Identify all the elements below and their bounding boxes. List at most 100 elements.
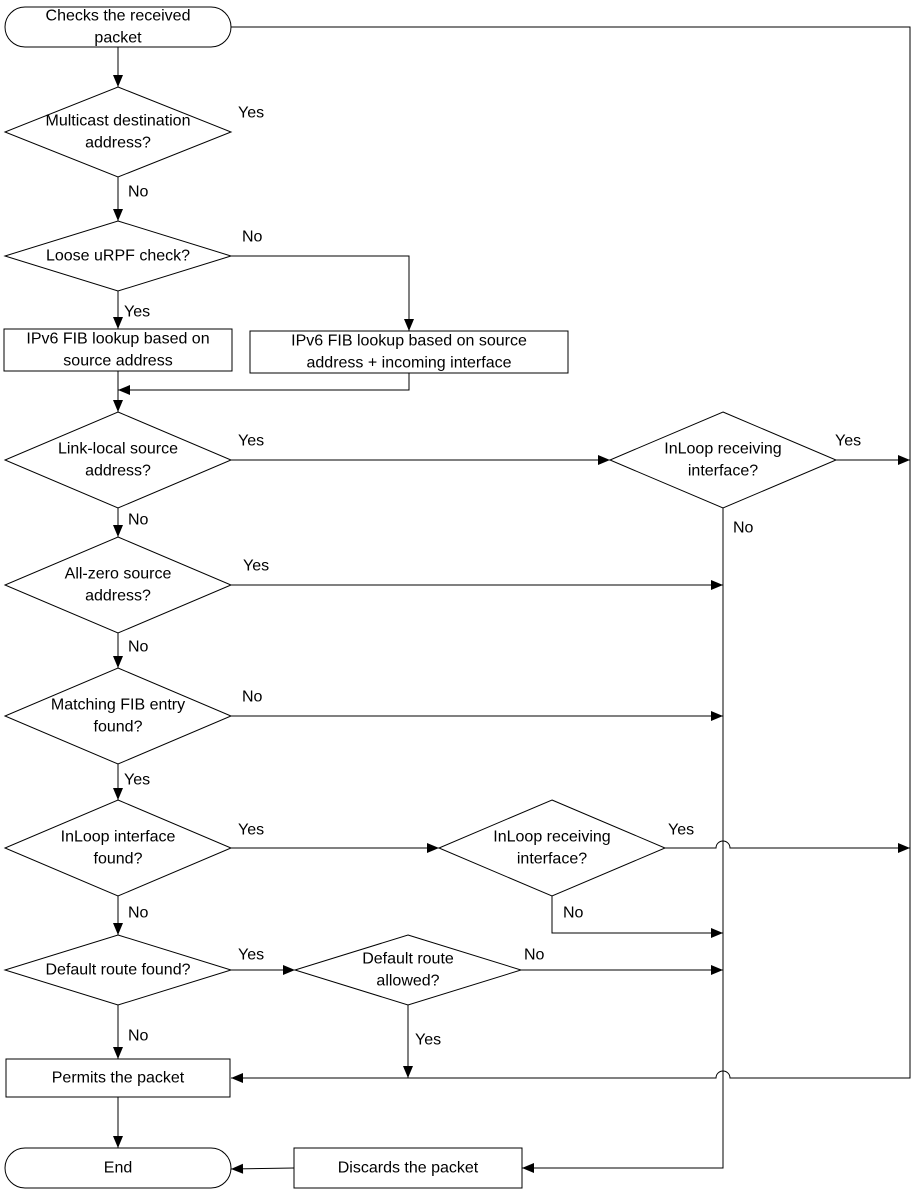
connectors <box>113 26 911 1174</box>
arrowhead <box>231 1163 244 1174</box>
label-inloop-recv-1-yes: Yes <box>835 433 861 450</box>
node-link-local-text: Link-local source <box>58 441 178 458</box>
node-discard: Discards the packet <box>293 1147 523 1189</box>
edge-inloopif-default <box>113 896 123 935</box>
arrowhead <box>711 711 723 721</box>
node-loose-text: Loose uRPF check? <box>46 248 190 265</box>
label-matching-fib-yes: Yes <box>124 772 150 789</box>
edge-fibsrcif-merge <box>118 373 410 395</box>
label-default-route-yes: Yes <box>238 947 264 964</box>
arrowhead <box>711 965 723 975</box>
node-inloop-if: InLoop interface found? <box>3 799 233 897</box>
arrowhead <box>403 1066 413 1078</box>
arrowhead <box>113 923 123 935</box>
label-link-local-no: No <box>128 512 149 529</box>
node-link-local-text: address? <box>85 463 151 480</box>
node-inloop-if-text: found? <box>94 851 143 868</box>
arrowhead <box>522 1163 534 1173</box>
arrowhead <box>711 928 723 938</box>
label-all-zero-yes: Yes <box>243 558 269 575</box>
node-link-local: Link-local source address? <box>3 411 233 509</box>
node-inloop-recv-2-text: InLoop receiving <box>493 829 610 846</box>
label-inloop-recv-2-no: No <box>563 905 584 922</box>
arrowhead <box>427 843 439 853</box>
node-permit-text: Permits the packet <box>52 1070 185 1087</box>
node-all-zero: All-zero source address? <box>3 536 233 634</box>
node-matching-fib-text: found? <box>94 719 143 736</box>
edge-loose-no-fibsrcif <box>231 255 414 331</box>
edge-inloopif-yes <box>231 843 439 853</box>
node-fib-src-text: IPv6 FIB lookup based on <box>26 331 209 348</box>
label-inloop-if-yes: Yes <box>238 822 264 839</box>
edge-discard-bus <box>522 508 724 1173</box>
node-fib-src-text: source address <box>63 353 172 370</box>
edge-start-multicast <box>113 47 123 87</box>
arrowhead <box>898 455 910 465</box>
node-inloop-recv-1-text: InLoop receiving <box>664 441 781 458</box>
edge-default-yes <box>231 965 295 975</box>
arrowhead <box>711 580 723 590</box>
node-permit: Permits the packet <box>5 1058 231 1098</box>
label-inloop-if-no: No <box>128 905 149 922</box>
arrowhead <box>113 1047 123 1059</box>
edge-inlooprecv2-yes <box>665 840 910 853</box>
node-multicast-text: Multicast destination <box>46 113 191 130</box>
label-link-local-yes: Yes <box>238 433 264 450</box>
edge-fibsrc-linklocal <box>113 371 123 412</box>
node-fib-src: IPv6 FIB lookup based on source address <box>3 328 233 372</box>
arrowhead <box>113 656 123 668</box>
edge-permit-end <box>113 1097 123 1148</box>
arrowhead <box>113 788 123 800</box>
node-loose: Loose uRPF check? <box>3 220 233 292</box>
node-matching-fib-text: Matching FIB entry <box>51 697 185 714</box>
edge-loose-fibsrc <box>113 291 123 329</box>
edge-allowed-yes <box>403 1005 413 1078</box>
node-inloop-recv-2-text: interface? <box>517 851 587 868</box>
edge-matching-no <box>231 711 723 721</box>
edge-linklocal-allzero <box>113 508 123 537</box>
label-inloop-recv-1-no: No <box>733 520 754 537</box>
arrowhead <box>898 843 910 853</box>
label-default-allowed-no: No <box>524 947 545 964</box>
node-all-zero-text: address? <box>85 588 151 605</box>
node-discard-text: Discards the packet <box>338 1160 479 1177</box>
edge-inlooprecv1-yes <box>836 455 910 465</box>
edge-start-bus <box>231 26 911 460</box>
node-inloop-recv-2: InLoop receiving interface? <box>437 799 667 897</box>
node-inloop-if-text: InLoop interface <box>61 829 176 846</box>
edge-matching-inloopif <box>113 764 123 800</box>
node-inloop-recv-1-text: interface? <box>688 463 758 480</box>
arrowhead <box>404 319 414 331</box>
arrowhead <box>113 75 123 87</box>
node-default-route: Default route found? <box>3 934 233 1006</box>
label-matching-fib-no: No <box>242 689 263 706</box>
node-start-text: Checks the received <box>46 8 191 25</box>
label-inloop-recv-2-yes: Yes <box>668 822 694 839</box>
arrowhead <box>113 525 123 537</box>
node-end-text: End <box>104 1160 132 1177</box>
edge-bus-permit <box>231 27 911 1083</box>
node-matching-fib: Matching FIB entry found? <box>3 667 233 765</box>
label-default-route-no: No <box>128 1028 149 1045</box>
node-end: End <box>4 1147 232 1189</box>
edge-allzero-yes <box>231 580 723 590</box>
label-default-allowed-yes: Yes <box>415 1032 441 1049</box>
edge-multicast-loose <box>113 177 123 221</box>
edge-allowed-no <box>521 965 723 975</box>
arrowhead <box>283 965 295 975</box>
node-inloop-recv-1: InLoop receiving interface? <box>608 411 838 509</box>
edge-linklocal-yes <box>231 455 610 465</box>
arrowhead <box>113 209 123 221</box>
edge-discard-end <box>230 1163 295 1174</box>
arrowhead <box>113 317 123 329</box>
edge-allzero-matching <box>113 633 123 668</box>
label-all-zero-no: No <box>128 639 149 656</box>
node-all-zero-text: All-zero source <box>65 566 172 583</box>
